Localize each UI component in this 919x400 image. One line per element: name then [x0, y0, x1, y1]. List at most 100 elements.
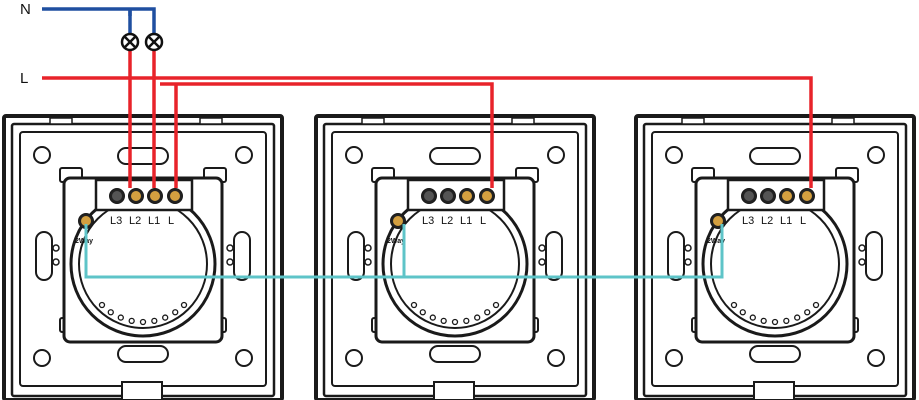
- mounting-slot: [233, 231, 251, 281]
- terminal-label: L2: [761, 215, 773, 227]
- screw-hole: [547, 349, 565, 367]
- frame-tab: [831, 117, 855, 125]
- two-way-label: 2Way: [387, 238, 405, 245]
- vent-dot: [451, 318, 459, 326]
- terminal-label: L3: [110, 215, 122, 227]
- side-dot: [52, 244, 60, 252]
- side-dot: [364, 244, 372, 252]
- neutral-label: N: [20, 1, 31, 18]
- terminal-screw-head: [424, 191, 434, 201]
- side-dot: [538, 244, 546, 252]
- vent-dot: [749, 314, 756, 321]
- mounting-slot: [749, 345, 801, 363]
- vent-dot: [474, 314, 481, 321]
- vent-dot: [419, 309, 426, 316]
- terminal-label: L1: [148, 215, 160, 227]
- neutral-wire: [42, 7, 156, 40]
- terminal-label: L3: [422, 215, 434, 227]
- vent-dot: [739, 309, 746, 316]
- vent-dot: [771, 318, 779, 326]
- live-label: L: [20, 70, 28, 87]
- vent-dot: [492, 301, 500, 309]
- vent-dot: [730, 301, 738, 309]
- side-dot: [226, 258, 234, 266]
- vent-dot: [162, 314, 169, 321]
- screw-hole: [345, 146, 363, 164]
- live-to-switch2-wire: [160, 82, 494, 188]
- mounting-slot: [117, 147, 169, 165]
- screw-hole: [665, 146, 683, 164]
- vent-dot: [180, 301, 188, 309]
- vent-dot: [139, 318, 147, 326]
- vent-dot: [151, 317, 158, 325]
- mounting-slot: [545, 231, 563, 281]
- frame-tab: [199, 117, 223, 125]
- terminal-screw-head: [150, 191, 160, 201]
- terminal-label: L1: [780, 215, 792, 227]
- side-dot: [858, 258, 866, 266]
- mounting-slot: [749, 147, 801, 165]
- frame-bottom-tab: [121, 381, 163, 400]
- live-wire: [42, 76, 813, 188]
- lamp-icon: [120, 32, 140, 52]
- side-dot: [538, 258, 546, 266]
- vent-dot: [117, 314, 124, 321]
- screw-hole: [547, 146, 565, 164]
- terminal-label: L: [800, 215, 806, 227]
- side-dot: [684, 258, 692, 266]
- terminal-label: L2: [129, 215, 141, 227]
- vent-dot: [783, 317, 790, 325]
- switch-mechanism-inner: [390, 199, 520, 329]
- screw-hole: [33, 146, 51, 164]
- terminal-label: L: [480, 215, 486, 227]
- vent-dot: [794, 314, 801, 321]
- screw-hole: [867, 349, 885, 367]
- screw-hole: [33, 349, 51, 367]
- terminal-screw-head: [112, 191, 122, 201]
- frame-bottom-tab: [753, 381, 795, 400]
- screw-hole: [345, 349, 363, 367]
- side-dot: [226, 244, 234, 252]
- terminal-screw-head: [782, 191, 792, 201]
- two-way-terminal-head: [713, 216, 723, 226]
- terminal-screw-head: [462, 191, 472, 201]
- terminal-screw-head: [131, 191, 141, 201]
- vent-dot: [172, 309, 179, 316]
- frame-bottom-tab: [433, 381, 475, 400]
- switch-mechanism-inner: [78, 199, 208, 329]
- terminal-screw-head: [802, 191, 812, 201]
- two-way-terminal-head: [393, 216, 403, 226]
- terminal-label: L3: [742, 215, 754, 227]
- mounting-slot: [865, 231, 883, 281]
- vent-dot: [107, 309, 114, 316]
- frame-tab: [361, 117, 385, 125]
- switch-mechanism-inner: [710, 199, 840, 329]
- mounting-slot: [347, 231, 365, 281]
- vent-dot: [128, 317, 135, 325]
- terminal-screw-head: [744, 191, 754, 201]
- lamp-icon: [144, 32, 164, 52]
- vent-dot: [812, 301, 820, 309]
- mounting-slot: [429, 345, 481, 363]
- side-dot: [684, 244, 692, 252]
- vent-dot: [484, 309, 491, 316]
- mounting-slot: [429, 147, 481, 165]
- mounting-slot: [667, 231, 685, 281]
- side-dot: [364, 258, 372, 266]
- screw-hole: [235, 146, 253, 164]
- frame-tab: [681, 117, 705, 125]
- vent-dot: [463, 317, 470, 325]
- screw-hole: [235, 349, 253, 367]
- terminal-screw-head: [170, 191, 180, 201]
- screw-hole: [867, 146, 885, 164]
- vent-dot: [98, 301, 106, 309]
- terminal-label: L2: [441, 215, 453, 227]
- side-dot: [858, 244, 866, 252]
- two-way-terminal-head: [81, 216, 91, 226]
- terminal-screw-head: [443, 191, 453, 201]
- two-way-label: 2Way: [75, 238, 93, 245]
